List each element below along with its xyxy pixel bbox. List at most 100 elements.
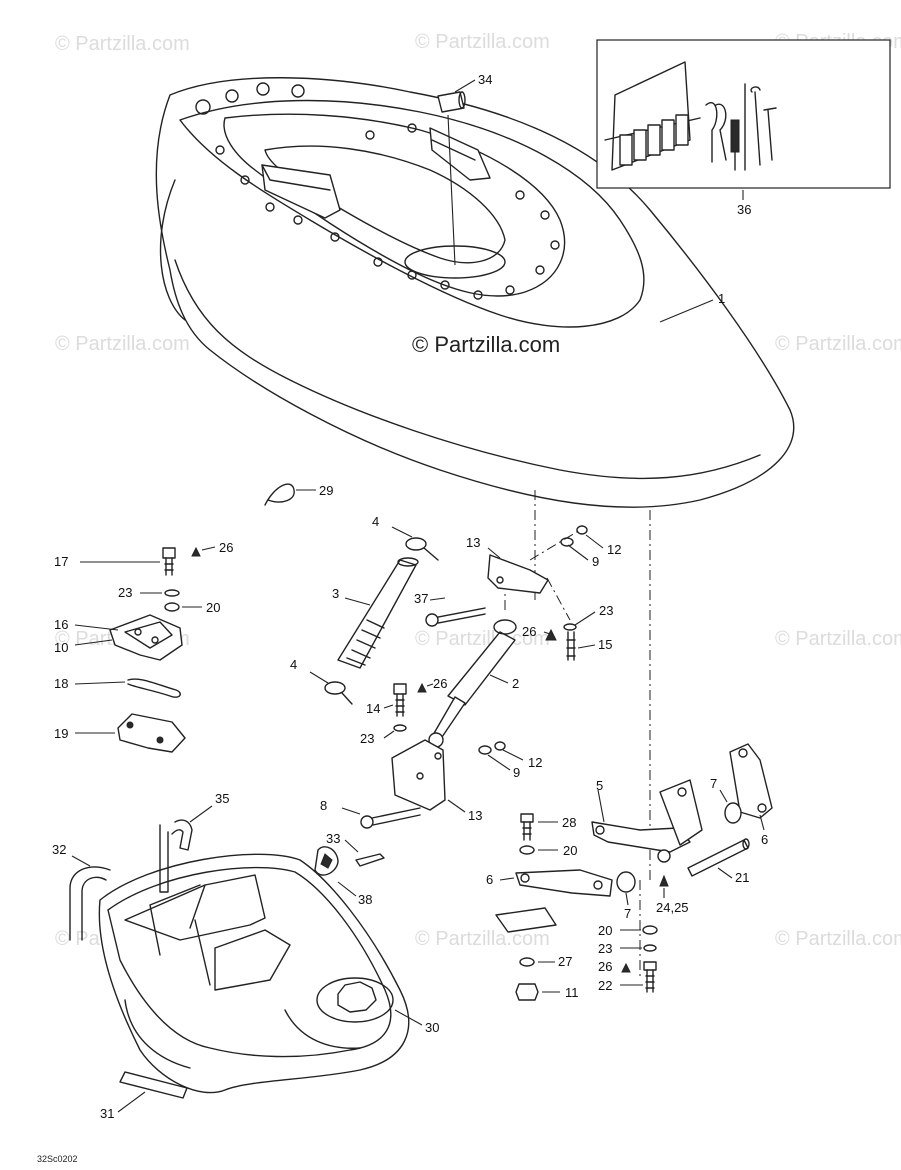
callout-4: 4 [372, 514, 379, 529]
callout-31: 31 [100, 1106, 114, 1121]
part-27-washer [519, 957, 555, 967]
part-2-gas-spring [428, 619, 517, 748]
right-hardware-stack [620, 925, 658, 993]
main-watermark: © Partzilla.com [412, 332, 560, 357]
callout-6: 6 [761, 832, 768, 847]
callout-37: 37 [414, 591, 428, 606]
part-36-tool-kit [596, 39, 891, 200]
watermark: © Partzilla.com [415, 928, 550, 950]
callout-26: 26 [219, 540, 233, 555]
part-6-arm-lower [499, 869, 613, 897]
callout-34: 34 [478, 72, 492, 87]
callout-21: 21 [735, 870, 749, 885]
watermark: © Partzilla.com [415, 31, 550, 53]
part-14-screw-stack [383, 682, 434, 739]
callout-20: 20 [206, 600, 220, 615]
callout-30: 30 [425, 1020, 439, 1035]
callout-27: 27 [558, 954, 572, 969]
part-19-latch-base [75, 713, 186, 753]
callout-labels: 1 2 3 4 4 5 6 6 7 7 8 9 9 10 11 12 12 13… [52, 72, 768, 1121]
callout-26: 26 [598, 959, 612, 974]
callout-11: 11 [565, 985, 579, 1000]
watermark: © Partzilla.com [775, 333, 901, 355]
callout-38: 38 [358, 892, 372, 907]
callout-2: 2 [512, 676, 519, 691]
part-10-16-latch [74, 614, 183, 661]
watermark: © Partzilla.com [55, 333, 190, 355]
callout-17: 17 [54, 554, 68, 569]
callout-19: 19 [54, 726, 68, 741]
part-20-washer-centre [519, 845, 558, 855]
part-31-strip [117, 1071, 188, 1113]
callout-1: 1 [718, 291, 725, 306]
part-34-bushing [437, 79, 476, 113]
callout-12: 12 [528, 755, 542, 770]
part-8-bolt [341, 807, 421, 829]
part-20-washer-left [164, 602, 202, 612]
callout-22: 22 [598, 978, 612, 993]
part-37-bolt [425, 597, 486, 627]
part-33-38-parts [314, 839, 385, 897]
callout-4: 4 [290, 657, 297, 672]
part-13-upper-bracket [487, 547, 549, 594]
callout-9: 9 [513, 765, 520, 780]
callout-23: 23 [360, 731, 374, 746]
callout-15: 15 [598, 637, 612, 652]
callout-23: 23 [118, 585, 132, 600]
callout-26: 26 [433, 676, 447, 691]
callout-14: 14 [366, 701, 380, 716]
part-6-arm-upper [729, 743, 773, 831]
watermark: © Partzilla.com [55, 33, 190, 55]
upper-washers-nut [560, 525, 604, 561]
callout-29: 29 [319, 483, 333, 498]
callout-9: 9 [592, 554, 599, 569]
callout-5: 5 [596, 778, 603, 793]
callout-20: 20 [563, 843, 577, 858]
callout-16: 16 [54, 617, 68, 632]
part-24-25-grease [659, 874, 669, 898]
callout-24-25: 24,25 [656, 900, 689, 915]
callout-23: 23 [599, 603, 613, 618]
part-3-support-tube [337, 557, 419, 669]
part-storage-cover [155, 77, 795, 508]
callout-32: 32 [52, 842, 66, 857]
callout-3: 3 [332, 586, 339, 601]
part-15-screw-stack [543, 611, 596, 661]
callout-18: 18 [54, 676, 68, 691]
part-32-hose [69, 855, 111, 941]
callout-8: 8 [320, 798, 327, 813]
callout-6: 6 [486, 872, 493, 887]
callout-35: 35 [215, 791, 229, 806]
part-4-clip-rings [309, 526, 439, 705]
part-30-storage-bin [98, 853, 423, 1094]
part-28-screw [520, 813, 558, 841]
callout-36: 36 [737, 202, 751, 217]
callout-33: 33 [326, 831, 340, 846]
callout-13: 13 [468, 808, 482, 823]
callout-28: 28 [562, 815, 576, 830]
callout-20: 20 [598, 923, 612, 938]
part-7-bushings [616, 789, 742, 906]
diagram-code: 32Sc0202 [37, 1154, 78, 1164]
part-13-lower-bracket [391, 739, 466, 813]
part-23-washer-left [140, 589, 180, 597]
part-18-cable [74, 678, 181, 698]
lower-washers-nut [478, 741, 524, 771]
callout-7: 7 [710, 776, 717, 791]
callout-12: 12 [607, 542, 621, 557]
watermark: © Partzilla.com [775, 928, 901, 950]
part-17-screw [80, 546, 216, 576]
pad-plate [495, 907, 557, 933]
callout-26: 26 [522, 624, 536, 639]
callout-10: 10 [54, 640, 68, 655]
callout-13: 13 [466, 535, 480, 550]
part-21-rod [687, 838, 750, 879]
cover-holes [195, 82, 560, 300]
part-11-nut [515, 983, 560, 1001]
callout-7: 7 [624, 906, 631, 921]
part-35-hook [159, 805, 213, 893]
watermark: © Partzilla.com [415, 628, 550, 650]
part-5-arm [591, 779, 703, 863]
watermark: © Partzilla.com [775, 628, 901, 650]
